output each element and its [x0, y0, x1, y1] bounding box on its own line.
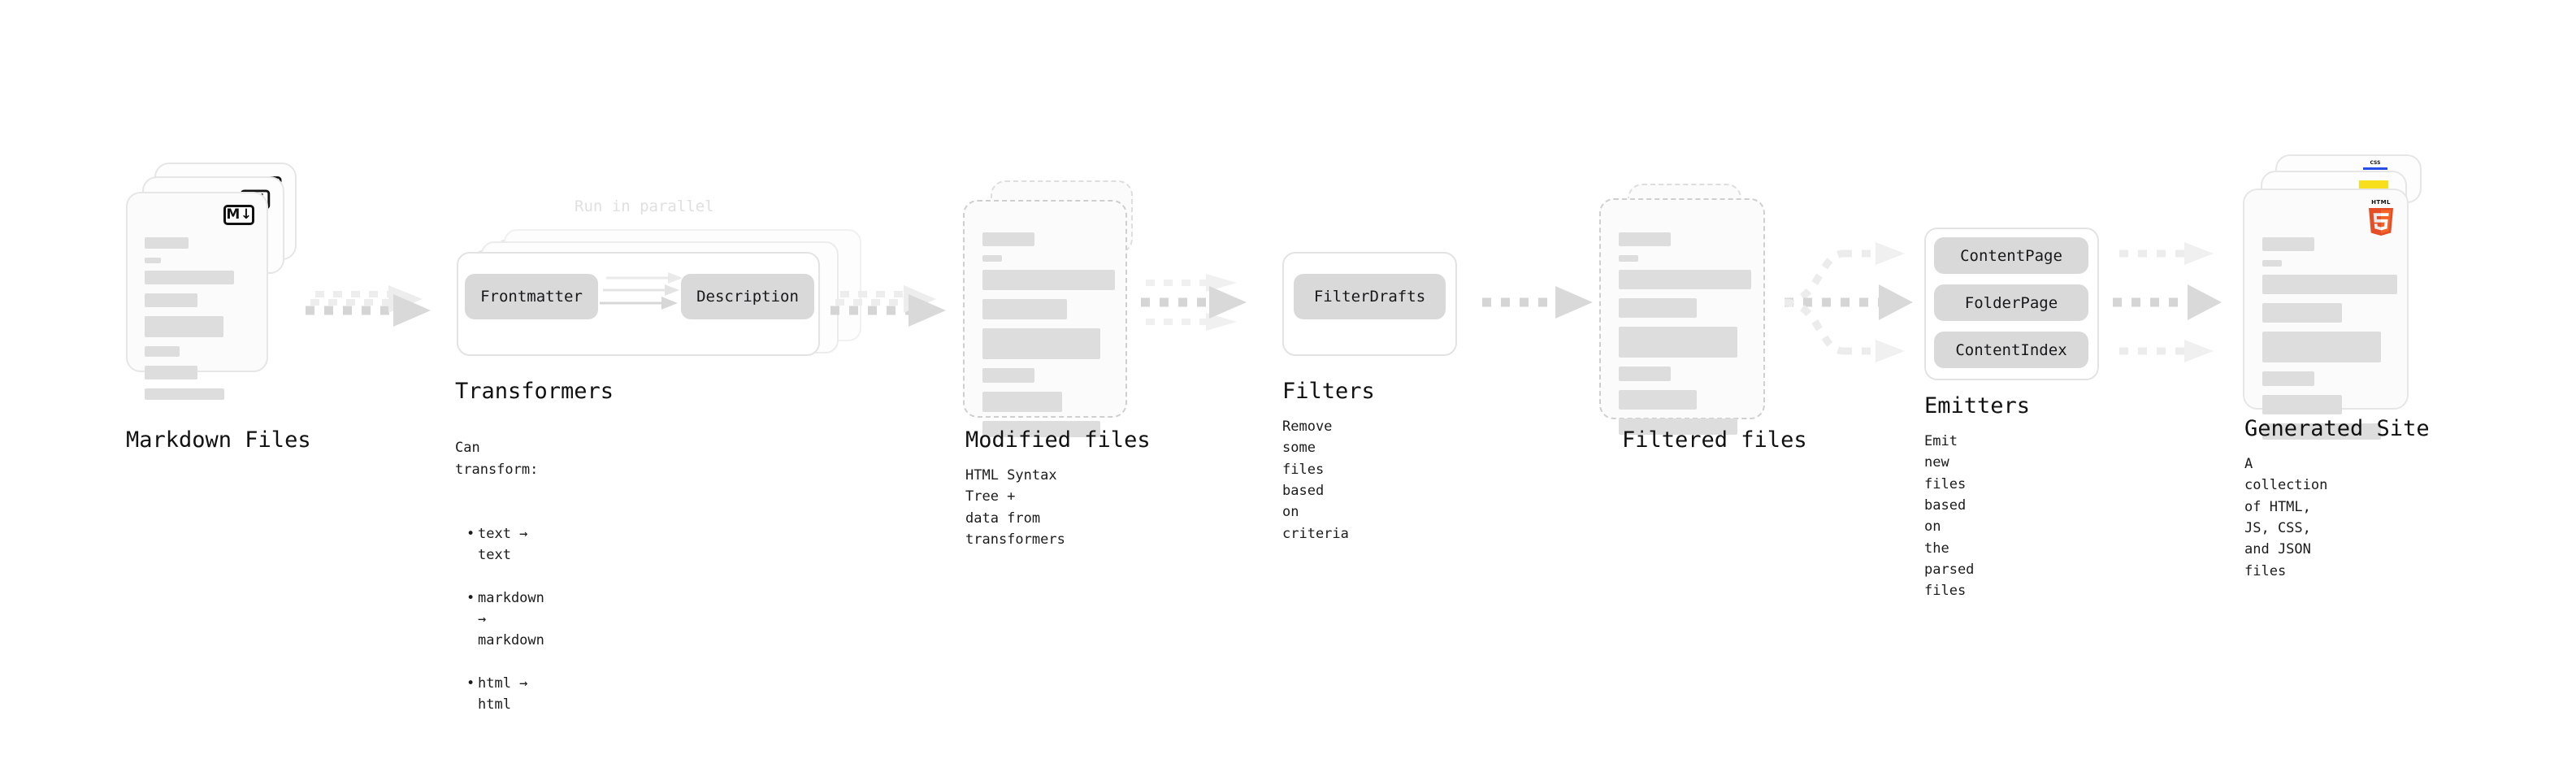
filtered-placeholder-lines — [1619, 232, 1751, 444]
connector-filters-to-filtered — [1482, 286, 1593, 319]
markdown-icon: M↓ — [223, 205, 254, 225]
stage-title-markdown-files: Markdown Files — [126, 427, 311, 453]
generated-site-file-stack: CSS HTML — [2243, 154, 2438, 440]
html5-icon: HTML — [2365, 200, 2397, 237]
markdown-placeholder-lines — [145, 237, 254, 409]
markdown-file-stack: M↓ M↓ M↓ — [126, 163, 305, 431]
css3-icon: CSS — [2363, 161, 2387, 171]
stage-title-modified-files: Modified files — [965, 427, 1151, 453]
stage-title-emitters: Emitters — [1924, 393, 2031, 419]
connector-filtered-to-emitters — [1784, 242, 1913, 362]
stage-title-generated-site: Generated Site — [2244, 416, 2430, 441]
filtered-file-stack — [1599, 184, 1778, 444]
chip-folderpage[interactable]: FolderPage — [1934, 284, 2088, 321]
markdown-card-front: M↓ — [126, 192, 268, 400]
transformer-inner-arrows — [600, 272, 683, 310]
emitters-description: Emit new files based on the parsed files — [1924, 433, 1975, 600]
connector-transformers-to-modified — [830, 285, 946, 327]
connector-emitters-to-site — [2113, 242, 2222, 362]
stage-title-transformers: Transformers — [455, 379, 614, 404]
chip-frontmatter-label: Frontmatter — [480, 288, 583, 306]
stage-title-filters: Filters — [1282, 379, 1375, 404]
chip-contentpage-label: ContentPage — [1960, 246, 2062, 265]
filters-description: Remove some files based on criteria — [1282, 419, 1349, 542]
connector-modified-to-filters — [1141, 274, 1247, 331]
stage-title-filtered-files: Filtered files — [1622, 427, 1807, 453]
chip-filterdrafts[interactable]: FilterDrafts — [1294, 274, 1446, 319]
transformers-bullet-1: markdown → markdown — [466, 588, 544, 652]
chip-filterdrafts-label: FilterDrafts — [1313, 288, 1426, 306]
chip-description-label: Description — [696, 288, 799, 306]
filtered-card-front — [1599, 198, 1765, 435]
html5-icon-label: HTML — [2371, 199, 2391, 206]
chip-folderpage-label: FolderPage — [1964, 293, 2058, 312]
chip-contentpage[interactable]: ContentPage — [1934, 237, 2088, 274]
html5-shield-glyph — [2368, 208, 2394, 236]
connector-markdown-to-transformers — [306, 285, 431, 327]
chip-contentindex-label: ContentIndex — [1955, 340, 2067, 359]
modified-placeholder-lines — [982, 232, 1115, 446]
css3-icon-bar — [2363, 167, 2387, 170]
modified-card-front — [963, 200, 1127, 437]
run-in-parallel-note: Run in parallel — [575, 197, 714, 215]
generated-card-html: HTML — [2243, 189, 2409, 440]
pipeline-diagram: M↓ M↓ M↓ — [0, 0, 2576, 681]
transformers-description-intro: Can transform: — [455, 440, 539, 478]
arrowhead-1 — [393, 294, 431, 327]
modified-file-stack — [963, 180, 1142, 440]
generated-site-description: A collection of HTML, JS, CSS, and JSON … — [2244, 456, 2328, 579]
transformers-bullet-0: text → text — [466, 523, 544, 566]
generated-placeholder-lines — [2262, 237, 2397, 449]
modified-files-description: HTML Syntax Tree + data from transformer… — [965, 467, 1065, 549]
chip-description[interactable]: Description — [681, 274, 814, 319]
chip-frontmatter[interactable]: Frontmatter — [465, 274, 598, 319]
chip-contentindex[interactable]: ContentIndex — [1934, 332, 2088, 368]
css3-icon-label: CSS — [2370, 160, 2381, 166]
